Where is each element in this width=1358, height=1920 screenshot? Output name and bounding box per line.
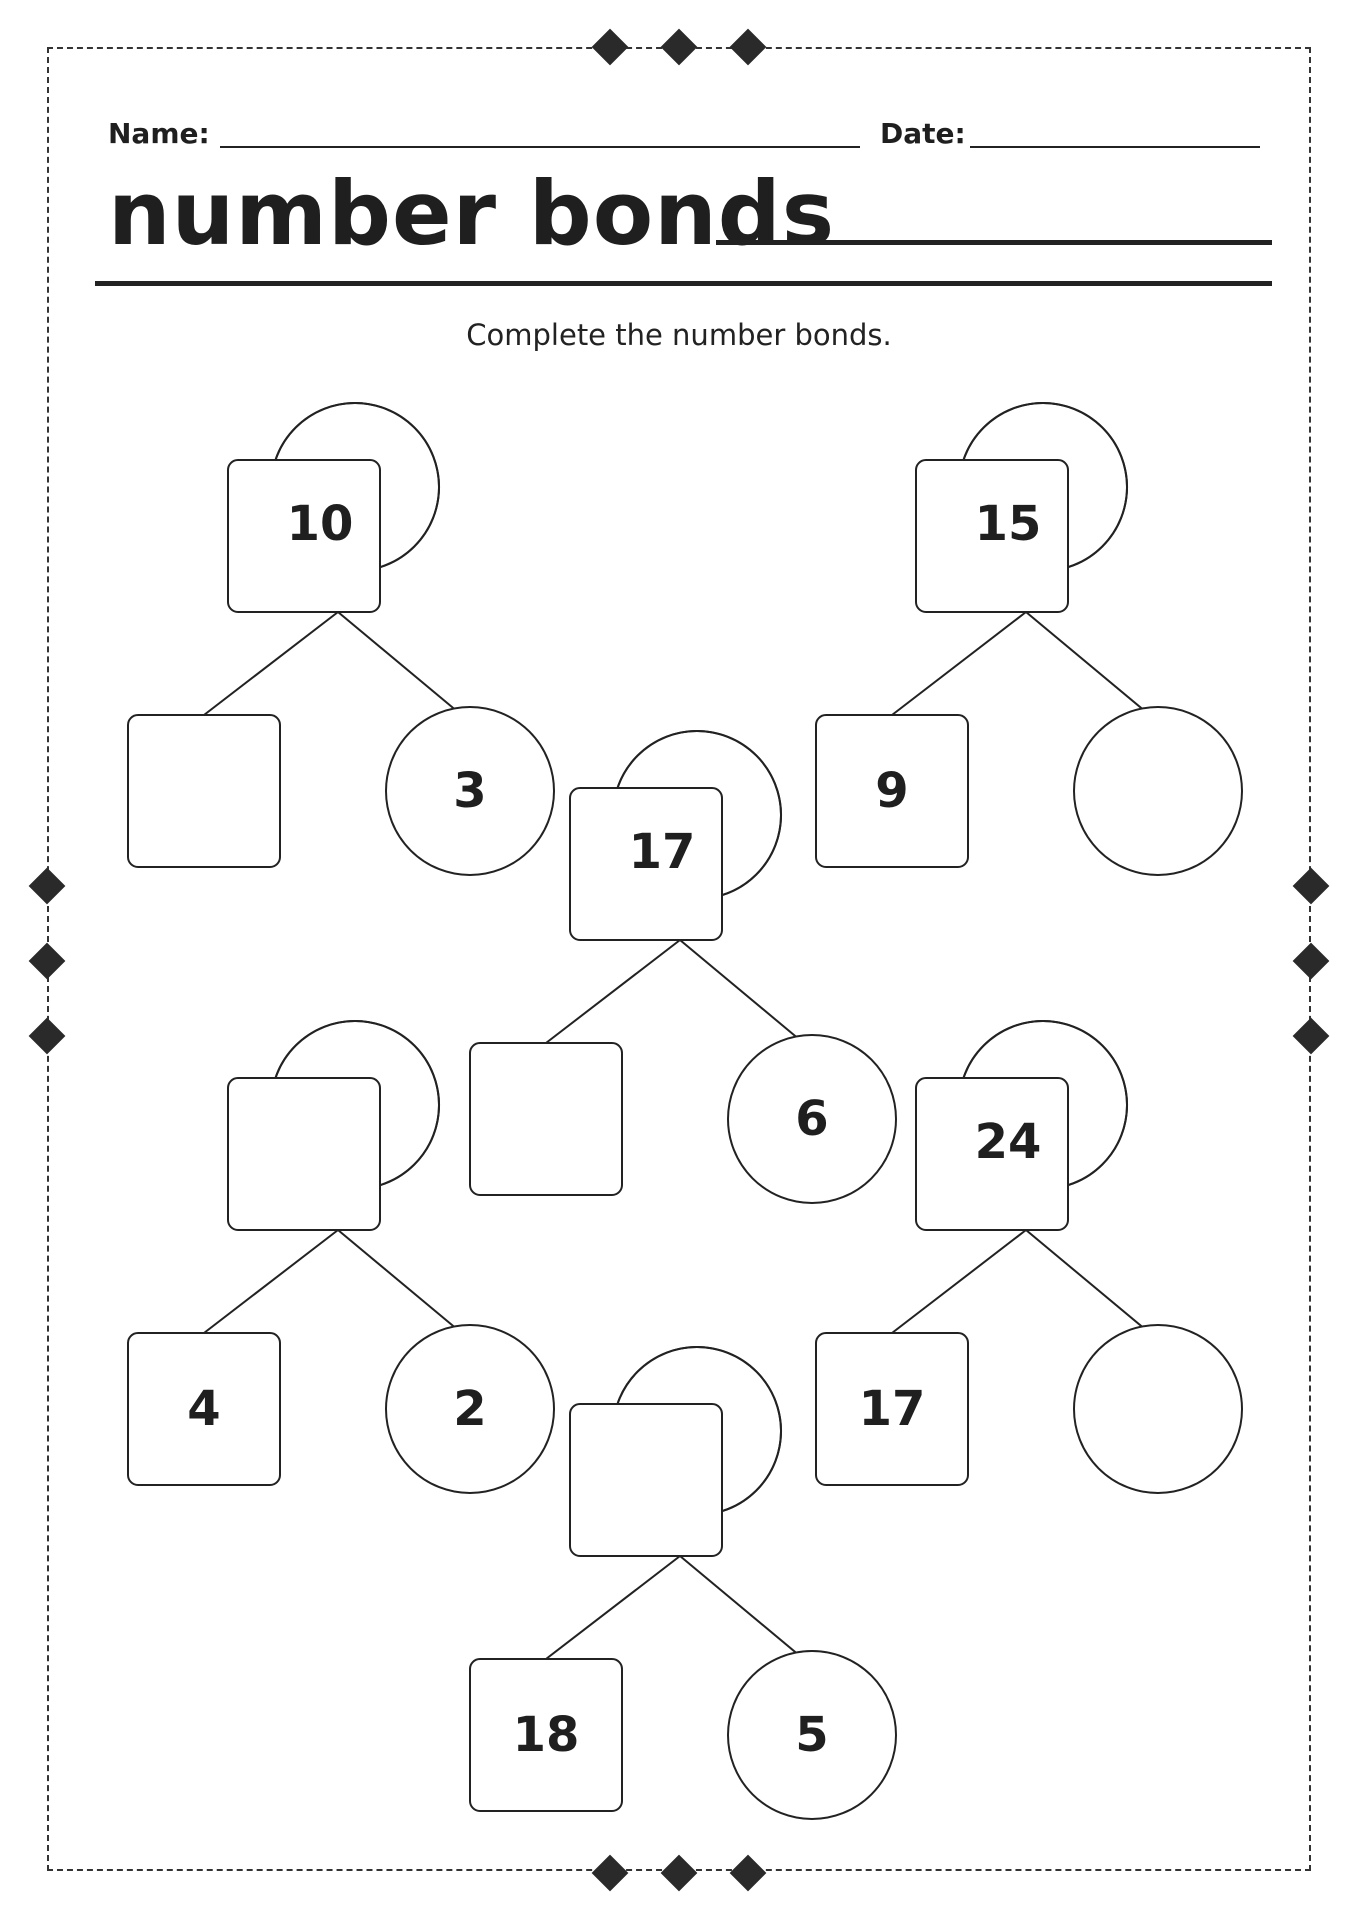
part-left-box[interactable] (127, 1332, 281, 1486)
bond-connector-line (203, 1229, 339, 1334)
instruction-text: Complete the number bonds. (466, 318, 892, 352)
date-label: Date: (880, 117, 966, 150)
bond-connector-line (679, 939, 801, 1041)
whole-box-fill (917, 461, 1067, 611)
part-left-value: 18 (513, 1707, 580, 1763)
bond-connector-line (891, 611, 1027, 716)
page-title: number bonds (108, 162, 836, 265)
whole-value: 24 (975, 1114, 1042, 1170)
part-right-circle[interactable] (385, 706, 555, 876)
part-right-circle[interactable] (1073, 1324, 1243, 1494)
part-right-value: 2 (453, 1381, 486, 1437)
whole-circle-outline (616, 1346, 783, 1513)
bond-connector-line (545, 939, 681, 1044)
part-right-value: 5 (795, 1707, 828, 1763)
part-right-circle[interactable] (1073, 706, 1243, 876)
part-left-box[interactable] (469, 1042, 623, 1196)
whole-box-fill (571, 1405, 721, 1555)
name-label: Name: (108, 117, 210, 150)
whole-value: 10 (287, 496, 354, 552)
number-bond: 10 3 (127, 402, 555, 876)
bond-connector-line (337, 1229, 459, 1331)
whole-value: 17 (629, 824, 696, 880)
part-right-value: 6 (795, 1091, 828, 1147)
part-left-box[interactable] (815, 714, 969, 868)
whole-box-fill (229, 461, 379, 611)
part-left-box[interactable] (815, 1332, 969, 1486)
title-underline (95, 281, 1272, 286)
title-accent-line (716, 240, 1272, 245)
bond-connector-line (679, 1555, 801, 1657)
part-right-circle[interactable] (727, 1650, 897, 1820)
part-left-value: 17 (859, 1381, 926, 1437)
bond-connector-line (891, 1229, 1027, 1334)
part-right-circle[interactable] (385, 1324, 555, 1494)
bond-connector-line (337, 611, 459, 713)
name-write-line[interactable] (220, 146, 860, 148)
date-write-line[interactable] (970, 146, 1260, 148)
number-bond: 24 17 (815, 1020, 1243, 1494)
bond-connector-line (545, 1555, 681, 1660)
part-right-circle[interactable] (727, 1034, 897, 1204)
whole-circle-outline (274, 402, 440, 569)
bond-connector-line (1025, 611, 1147, 713)
part-right-value: 3 (453, 763, 486, 819)
part-left-box[interactable] (127, 714, 281, 868)
whole-circle-outline (616, 730, 782, 897)
whole-circle-outline (962, 1020, 1129, 1187)
whole-circle-outline (962, 402, 1128, 569)
part-left-value: 9 (875, 763, 908, 819)
number-bond: 17 6 (469, 730, 897, 1204)
bond-connector-line (1025, 1229, 1147, 1331)
whole-box-fill (571, 789, 721, 939)
whole-value: 15 (975, 496, 1042, 552)
whole-box-fill (229, 1079, 379, 1229)
part-left-box[interactable] (469, 1658, 623, 1812)
whole-circle-outline (274, 1020, 441, 1187)
number-bond: 18 5 (469, 1346, 897, 1820)
bond-connector-line (203, 611, 339, 716)
part-left-value: 4 (187, 1381, 220, 1437)
number-bond: 15 9 (815, 402, 1243, 876)
whole-box-fill (917, 1079, 1067, 1229)
